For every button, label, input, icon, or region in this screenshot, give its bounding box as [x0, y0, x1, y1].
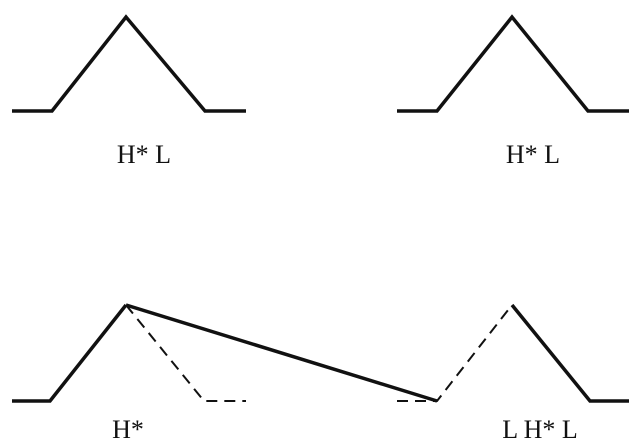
contour-top-left	[12, 14, 246, 113]
contour-bottom-right-fall	[510, 303, 629, 403]
contour-bottom-left-rise	[12, 303, 128, 403]
label-top-right: H* L	[506, 140, 560, 169]
contour-top-right	[397, 14, 629, 113]
label-bottom-left: H*	[112, 415, 144, 443]
label-top-left: H* L	[117, 140, 171, 169]
contour-bottom-long-fall	[125, 303, 438, 403]
contour-bottom-left-dashed-fall	[125, 304, 246, 402]
label-bottom-right: L H* L	[502, 415, 578, 443]
contour-bottom-right-dashed-rise	[397, 304, 513, 402]
